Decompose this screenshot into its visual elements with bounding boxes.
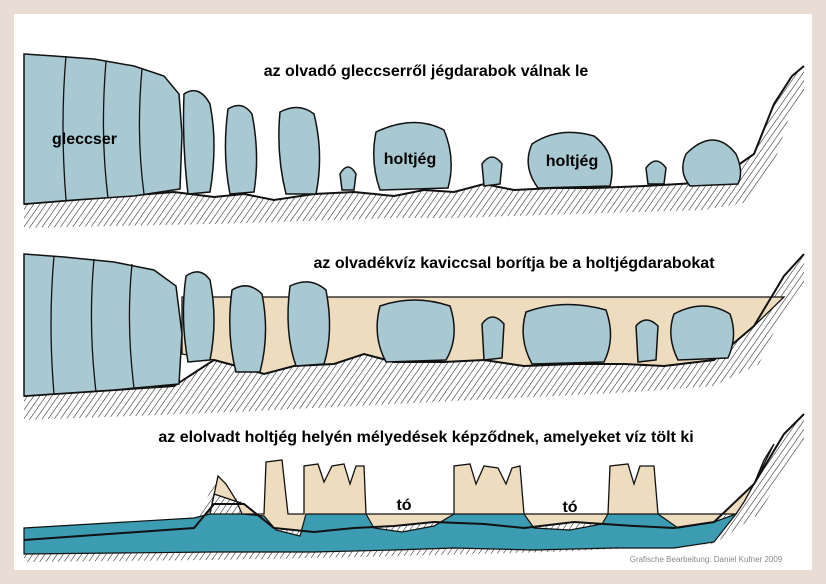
buried-ice-c (288, 282, 330, 366)
panel-1: az olvadó gleccserről jégdarabok válnak … (24, 54, 804, 228)
panel-3-caption: az elolvadt holtjég helyén mélyedések ké… (158, 429, 693, 446)
glacier-label: gleccser (52, 131, 117, 148)
ice-block-d (683, 140, 741, 186)
dead-ice-diagram: az olvadó gleccserről jégdarabok válnak … (14, 14, 812, 570)
ice-block-b (225, 105, 256, 194)
ice-block-a (184, 91, 215, 194)
buried-ice-e (482, 317, 504, 360)
buried-ice-a (183, 272, 214, 362)
buried-ice-d (377, 300, 454, 362)
ice-block-small-2 (482, 157, 502, 186)
buried-ice-h (671, 306, 734, 360)
buried-ice-g (636, 320, 658, 362)
panel-1-caption: az olvadó gleccserről jégdarabok válnak … (264, 63, 589, 80)
ice-block-c (279, 107, 320, 194)
ice-block-small-3 (646, 161, 666, 184)
lake-label-2: tó (562, 499, 577, 516)
panel-2-caption: az olvadékvíz kaviccsal borítja be a hol… (313, 255, 715, 272)
buried-ice-f (523, 304, 610, 364)
panel-3: az elolvadt holtjég helyén mélyedések ké… (24, 414, 804, 562)
dead-ice-label-2: holtjég (546, 153, 598, 170)
panel-2: az olvadékvíz kaviccsal borítja be a hol… (24, 254, 804, 420)
ice-block-small-1 (340, 167, 356, 190)
credit-line: Grafische Bearbeitung: Daniel Kufner 200… (630, 555, 783, 564)
dead-ice-label-1: holtjég (384, 151, 436, 168)
diagram-frame: az olvadó gleccserről jégdarabok válnak … (14, 14, 812, 570)
glacier-front-2 (24, 254, 182, 396)
lake-label-1: tó (396, 497, 411, 514)
buried-ice-b (230, 286, 266, 372)
